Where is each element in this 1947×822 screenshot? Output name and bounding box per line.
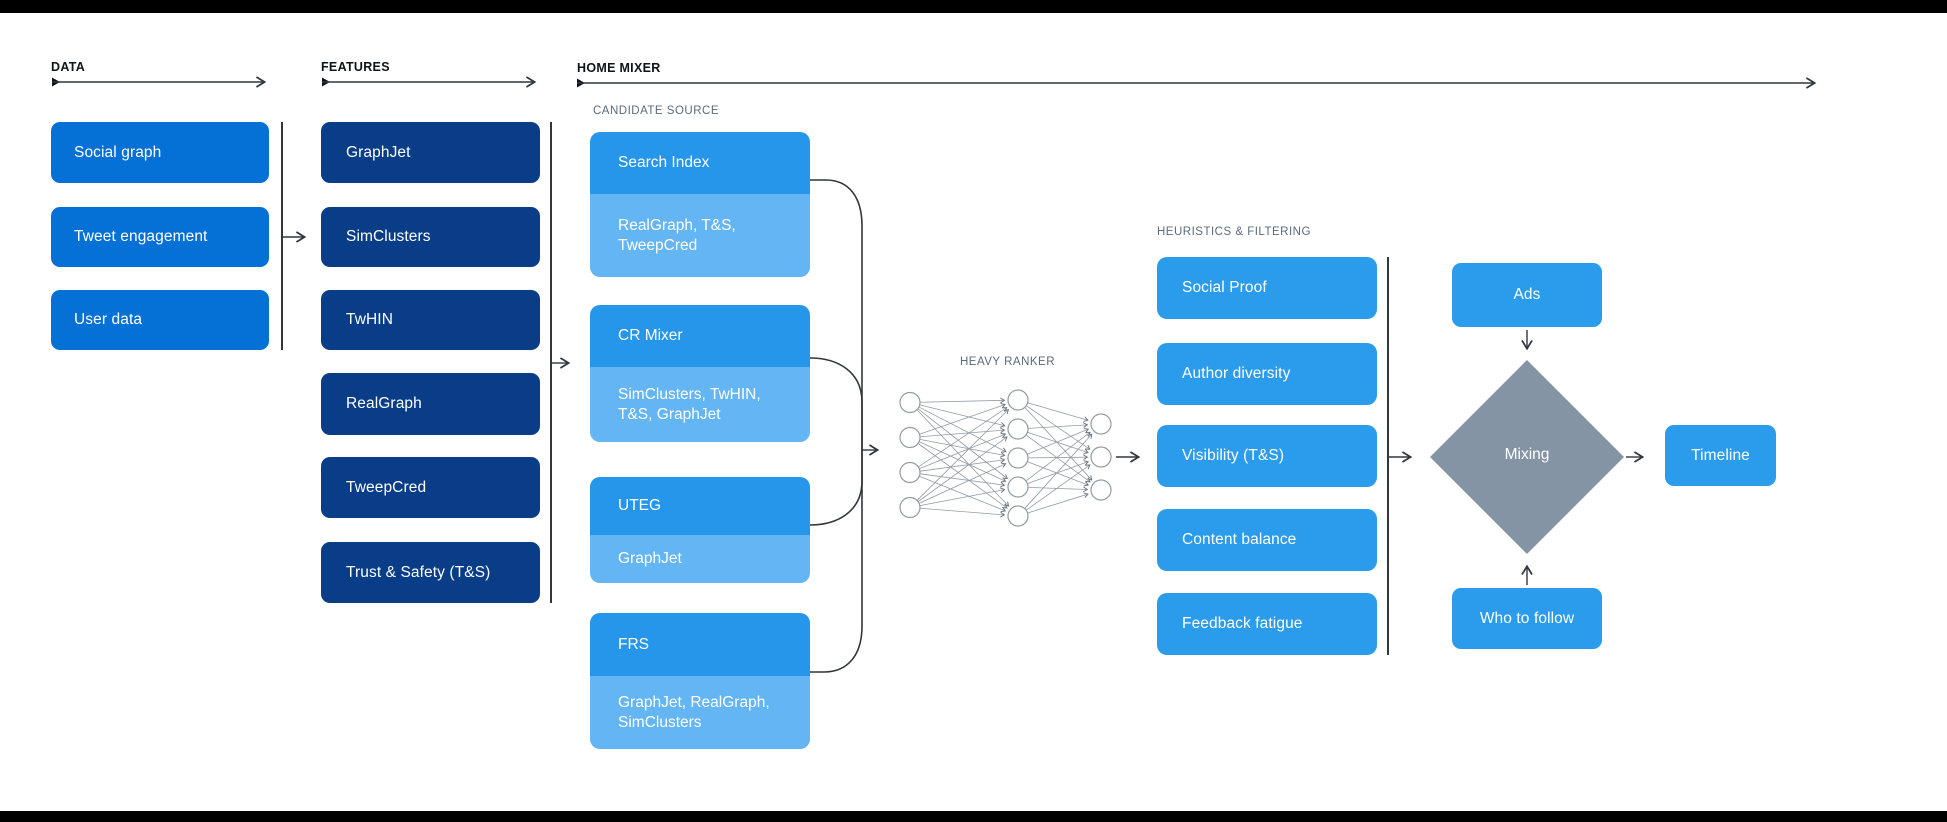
connector-uteg [809,450,863,526]
heuristic-box-author-diversity: Author diversity [1157,343,1377,405]
feature-box-realgraph: RealGraph [321,373,540,435]
candidate-name: Search Index [590,132,810,194]
connector-search-index [810,179,863,450]
nn-edge [1027,486,1089,493]
candidate-group-uteg: UTEG GraphJet [590,477,810,583]
section-header-data: DATA [51,60,86,74]
nn-edge [919,397,1006,404]
data-box-user-data: User data [51,290,269,350]
nn-edge [1027,461,1090,487]
nn-edge [919,475,1007,513]
connector-cr-mixer [809,357,863,450]
feature-box-simclusters: SimClusters [321,207,540,267]
nn-edge [919,438,1006,458]
nn-edge [1027,431,1089,455]
nn-edge [1027,454,1089,461]
ads-box: Ads [1452,263,1602,327]
candidate-name: CR Mixer [590,305,810,367]
heuristic-box-visibility: Visibility (T&S) [1157,425,1377,487]
nn-edge [916,409,1009,501]
nn-edge [918,462,1007,504]
nn-node [1007,447,1029,469]
candidate-inputs: SimClusters, TwHIN, T&S, GraphJet [590,367,810,442]
feature-box-twhin: TwHIN [321,290,540,350]
nn-edge [1024,407,1093,481]
nn-edge [919,457,1006,472]
nn-node [1090,479,1112,501]
bottom-letterbox-bar [0,811,1947,822]
candidate-name: FRS [590,613,810,676]
heavy-ranker-label: HEAVY RANKER [959,356,1056,368]
nn-edge [1027,422,1089,429]
heavy-ranker-network [899,389,1112,527]
nn-edge [919,432,1007,470]
feature-box-tweepcred: TweepCred [321,457,540,518]
heuristic-box-social-proof: Social Proof [1157,257,1377,319]
nn-edge [916,409,1010,507]
feature-box-graphjet: GraphJet [321,122,540,183]
nn-edge [917,408,1008,480]
nn-edge [918,406,1007,453]
connector-frs [810,450,863,673]
nn-edge [918,407,1008,468]
nn-edge [919,427,1006,438]
nn-edge [919,487,1006,507]
candidate-source-label: CANDIDATE SOURCE [593,105,719,117]
section-header-features: FEATURES [321,60,390,74]
heuristic-box-content-balance: Content balance [1157,509,1377,571]
nn-edge [917,443,1008,509]
nn-edge [918,441,1007,483]
nn-node [1007,476,1029,498]
heuristics-label: HEURISTICS & FILTERING [1157,226,1311,238]
candidate-name: UTEG [590,477,810,535]
nn-edge [1027,492,1089,514]
nn-node [1007,418,1029,440]
nn-edge [919,507,1006,518]
nn-edge [919,403,1006,435]
candidate-inputs: RealGraph, T&S, TweepCred [590,194,810,277]
mixing-diamond-label: Mixing [1504,446,1550,463]
data-box-social-graph: Social graph [51,122,269,183]
top-letterbox-bar [0,0,1947,13]
heuristic-box-feedback-fatigue: Feedback fatigue [1157,593,1377,655]
nn-node [899,426,921,449]
timeline-box: Timeline [1665,425,1776,486]
nn-edge [1027,402,1089,422]
nn-edge [1025,434,1091,483]
data-box-tweet-engagement: Tweet engagement [51,207,269,267]
candidate-group-search-index: Search Index RealGraph, T&S, TweepCred [590,132,810,277]
nn-node [1007,505,1029,527]
nn-node [899,461,921,484]
feature-box-trust-safety: Trust & Safety (T&S) [321,542,540,603]
nn-edge [917,436,1008,502]
section-header-home-mixer: HOME MIXER [577,61,661,75]
nn-node [1090,446,1112,468]
nn-node [1090,413,1112,435]
nn-edge [1025,464,1091,511]
nn-node [899,391,921,414]
who-to-follow-box: Who to follow [1452,588,1602,649]
candidate-group-frs: FRS GraphJet, RealGraph, SimClusters [590,613,810,749]
nn-edge [1024,433,1093,509]
candidate-inputs: GraphJet [590,535,810,583]
nn-edge [1026,405,1091,450]
candidate-inputs: GraphJet, RealGraph, SimClusters [590,676,810,749]
nn-node [1007,389,1029,411]
nn-edge [919,404,1006,428]
candidate-group-cr-mixer: CR Mixer SimClusters, TwHIN, T&S, GraphJ… [590,305,810,442]
nn-edge [919,473,1006,488]
nn-edge [1027,427,1090,455]
nn-edge [1025,431,1091,482]
mixing-diamond [1430,360,1624,554]
nn-node [899,496,921,519]
